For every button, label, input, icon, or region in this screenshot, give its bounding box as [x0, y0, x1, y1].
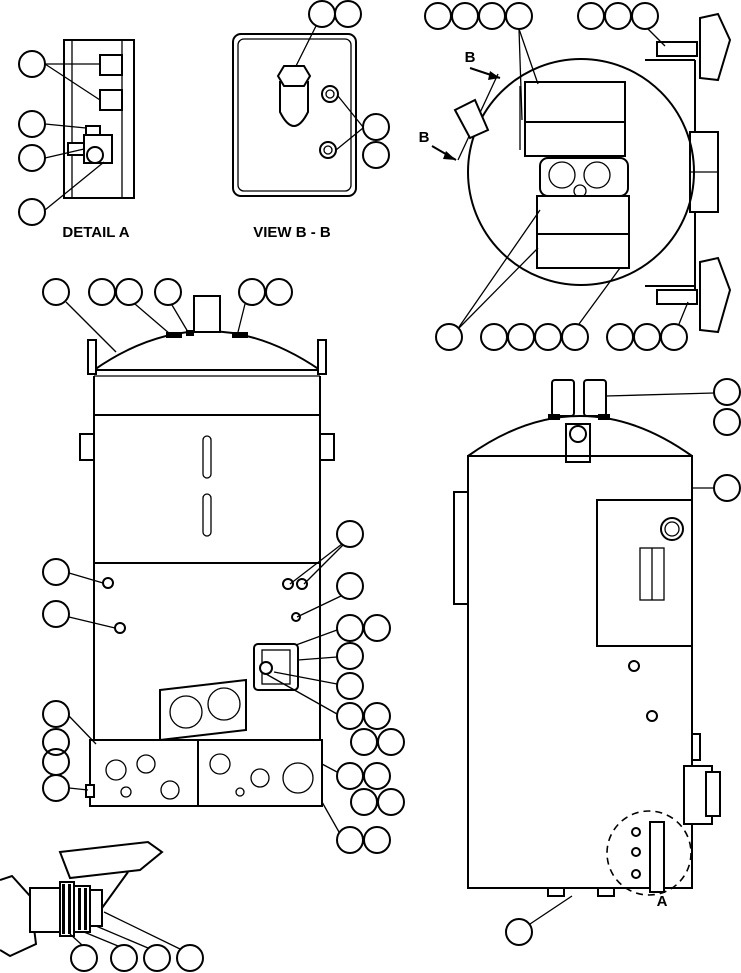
side-callout-1 — [713, 378, 741, 406]
lower-filter-element — [536, 195, 630, 237]
side-cap-right — [583, 379, 607, 417]
view-bb-callout-2 — [334, 0, 362, 28]
front-callout-10 — [336, 572, 364, 600]
side-callout-3 — [713, 474, 741, 502]
top-view-callout-13 — [606, 323, 634, 351]
front-callout-3 — [115, 278, 143, 306]
fitting-detail — [0, 840, 204, 972]
front-callout-27 — [42, 748, 70, 776]
front-callout-15 — [336, 702, 364, 730]
tank-front-view — [42, 278, 405, 854]
upper-mount-bracket — [699, 12, 732, 82]
detail-a-view: DETAIL A — [18, 39, 135, 241]
top-view-callout-4 — [505, 2, 533, 30]
front-callout-18 — [377, 728, 405, 756]
front-callout-11 — [336, 614, 364, 642]
upper-filter-element — [524, 81, 626, 125]
detail-a-label: DETAIL A — [62, 224, 129, 241]
section-b-marker-lower: B — [419, 129, 430, 146]
view-bb-label: VIEW B - B — [253, 224, 331, 241]
front-breather-cap — [193, 295, 221, 333]
front-callout-8 — [42, 600, 70, 628]
front-callout-25 — [42, 700, 70, 728]
detail-a-reference-label: A — [657, 893, 668, 910]
front-callout-21 — [350, 788, 378, 816]
view-bb-callout-4 — [362, 141, 390, 169]
detail-a-reference-circle — [606, 810, 692, 896]
top-view-callout-5 — [577, 2, 605, 30]
fitting-callout-4 — [176, 944, 204, 972]
view-bb-breather — [279, 81, 309, 127]
tank-top-view: B B — [419, 2, 732, 351]
front-callout-19 — [336, 762, 364, 790]
front-callout-6 — [265, 278, 293, 306]
top-view-callout-15 — [660, 323, 688, 351]
front-callout-5 — [238, 278, 266, 306]
front-callout-1 — [42, 278, 70, 306]
tank-top-circle — [467, 58, 695, 286]
front-right-manifold — [197, 739, 323, 807]
top-view-callout-12 — [561, 323, 589, 351]
front-filter-housing — [159, 678, 247, 742]
top-view-callout-2 — [451, 2, 479, 30]
lower-mount-bracket — [699, 256, 732, 334]
front-callout-14 — [336, 672, 364, 700]
side-body — [467, 455, 693, 889]
view-bb: VIEW B - B — [232, 0, 390, 241]
front-callout-26 — [42, 728, 70, 756]
front-callout-4 — [154, 278, 182, 306]
tank-side-view: A — [453, 378, 741, 946]
side-callout-4 — [505, 918, 533, 946]
side-cap-left — [551, 379, 575, 417]
fitting-callout-2 — [110, 944, 138, 972]
fitting-bracket — [58, 840, 164, 880]
top-view-callout-1 — [424, 2, 452, 30]
top-view-callout-11 — [534, 323, 562, 351]
front-callout-22 — [377, 788, 405, 816]
fitting-callout-3 — [143, 944, 171, 972]
top-view-callout-9 — [480, 323, 508, 351]
front-callout-7 — [42, 558, 70, 586]
front-mount-band — [93, 414, 321, 564]
section-b-marker-upper: B — [465, 49, 476, 66]
front-callout-20 — [363, 762, 391, 790]
detail-a-fitting-top — [99, 54, 123, 76]
detail-a-callout-1 — [18, 50, 46, 78]
front-callout-28 — [42, 774, 70, 802]
detail-a-fitting-middle — [99, 89, 123, 111]
view-bb-callout-1 — [308, 0, 336, 28]
front-callout-2 — [88, 278, 116, 306]
front-dome — [93, 330, 321, 371]
fitting-callout-1 — [70, 944, 98, 972]
top-view-callout-8 — [435, 323, 463, 351]
front-callout-9 — [336, 520, 364, 548]
front-callout-16 — [363, 702, 391, 730]
top-view-callout-3 — [478, 2, 506, 30]
detail-a-callout-3 — [18, 144, 46, 172]
front-callout-23 — [336, 826, 364, 854]
front-valve-block — [253, 643, 299, 691]
top-view-callout-14 — [633, 323, 661, 351]
side-callout-2 — [713, 408, 741, 436]
view-bb-callout-3 — [362, 113, 390, 141]
top-view-callout-6 — [604, 2, 632, 30]
side-dome — [467, 415, 693, 457]
side-mount-plate — [596, 499, 693, 647]
top-view-callout-10 — [507, 323, 535, 351]
detail-a-callout-4 — [18, 198, 46, 226]
view-bb-cover-plate — [232, 33, 357, 197]
detail-a-callout-2 — [18, 110, 46, 138]
front-callout-12 — [363, 614, 391, 642]
front-callout-24 — [363, 826, 391, 854]
front-callout-17 — [350, 728, 378, 756]
detail-a-plate — [63, 39, 135, 199]
front-callout-13 — [336, 642, 364, 670]
top-view-callout-7 — [631, 2, 659, 30]
